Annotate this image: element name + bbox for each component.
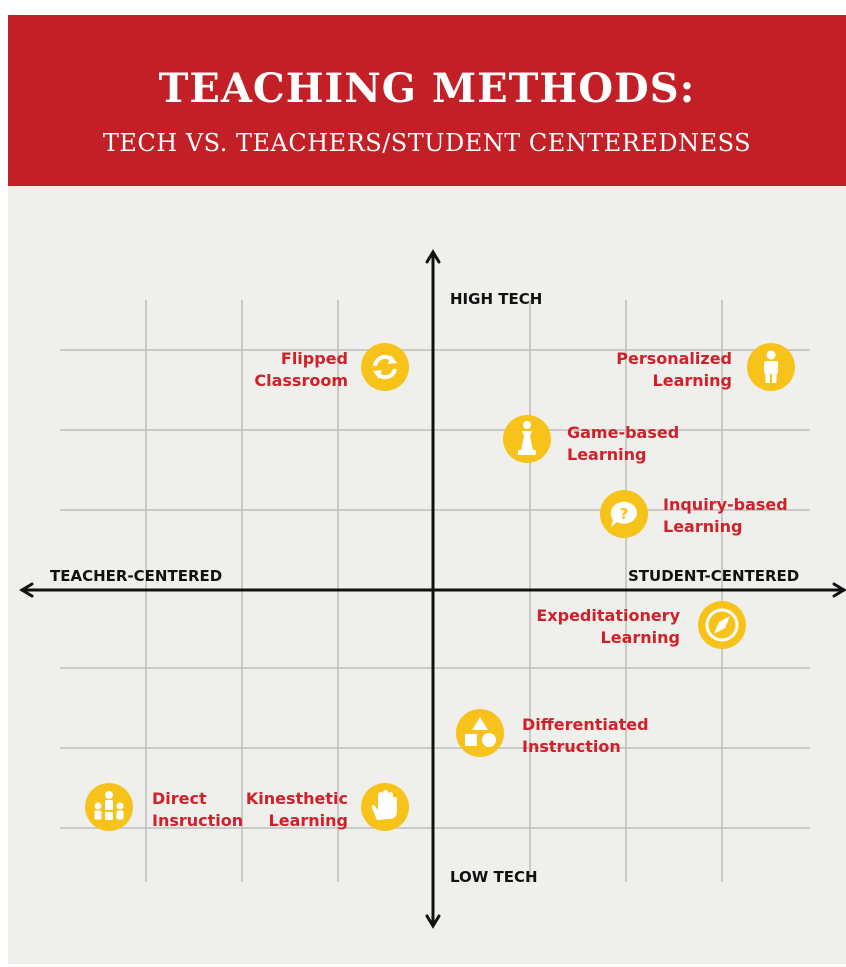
page-subtitle: TECH VS. TEACHERS/STUDENT CENTEREDNESS	[102, 129, 752, 157]
shapes-icon	[456, 709, 504, 757]
method-label-flipped-classroom: Flipped Classroom	[254, 349, 348, 390]
method-label-direct-instruction: Direct Insruction	[152, 789, 244, 830]
axis-label-bottom: LOW TECH	[450, 868, 538, 886]
person-icon	[747, 343, 795, 391]
arrow-up-icon	[425, 249, 441, 264]
compass-icon	[698, 601, 746, 649]
axis-label-right: STUDENT-CENTERED	[628, 567, 800, 585]
svg-text:?: ?	[620, 505, 629, 523]
question-icon: ?	[600, 490, 648, 538]
header-banner: TEACHING METHODS: TECH VS. TEACHERS/STUD…	[8, 15, 846, 186]
method-label-differentiated-instruction: Differentiated Instruction	[522, 715, 649, 756]
page-title: TEACHING METHODS:	[158, 65, 696, 112]
chess-piece-icon	[503, 415, 551, 463]
method-label-inquiry-based-learning: Inquiry-based Learning	[663, 495, 788, 536]
axis-label-left: TEACHER-CENTERED	[50, 567, 223, 585]
refresh-icon	[361, 343, 409, 391]
axis-label-top: HIGH TECH	[450, 290, 543, 308]
method-label-kinesthetic-learning: Kinesthetic Learning	[245, 789, 348, 830]
group-icon	[85, 783, 133, 831]
arrow-left-icon	[19, 582, 34, 598]
method-label-expeditationery-learning: Expeditationery Learning	[536, 606, 680, 647]
arrow-down-icon	[425, 914, 441, 929]
arrow-right-icon	[832, 582, 846, 598]
hand-icon	[361, 783, 409, 831]
diagram-panel	[8, 186, 846, 964]
method-label-game-based-learning: Game-based Learning	[567, 423, 680, 464]
method-label-personalized-learning: Personalized Learning	[616, 349, 732, 390]
